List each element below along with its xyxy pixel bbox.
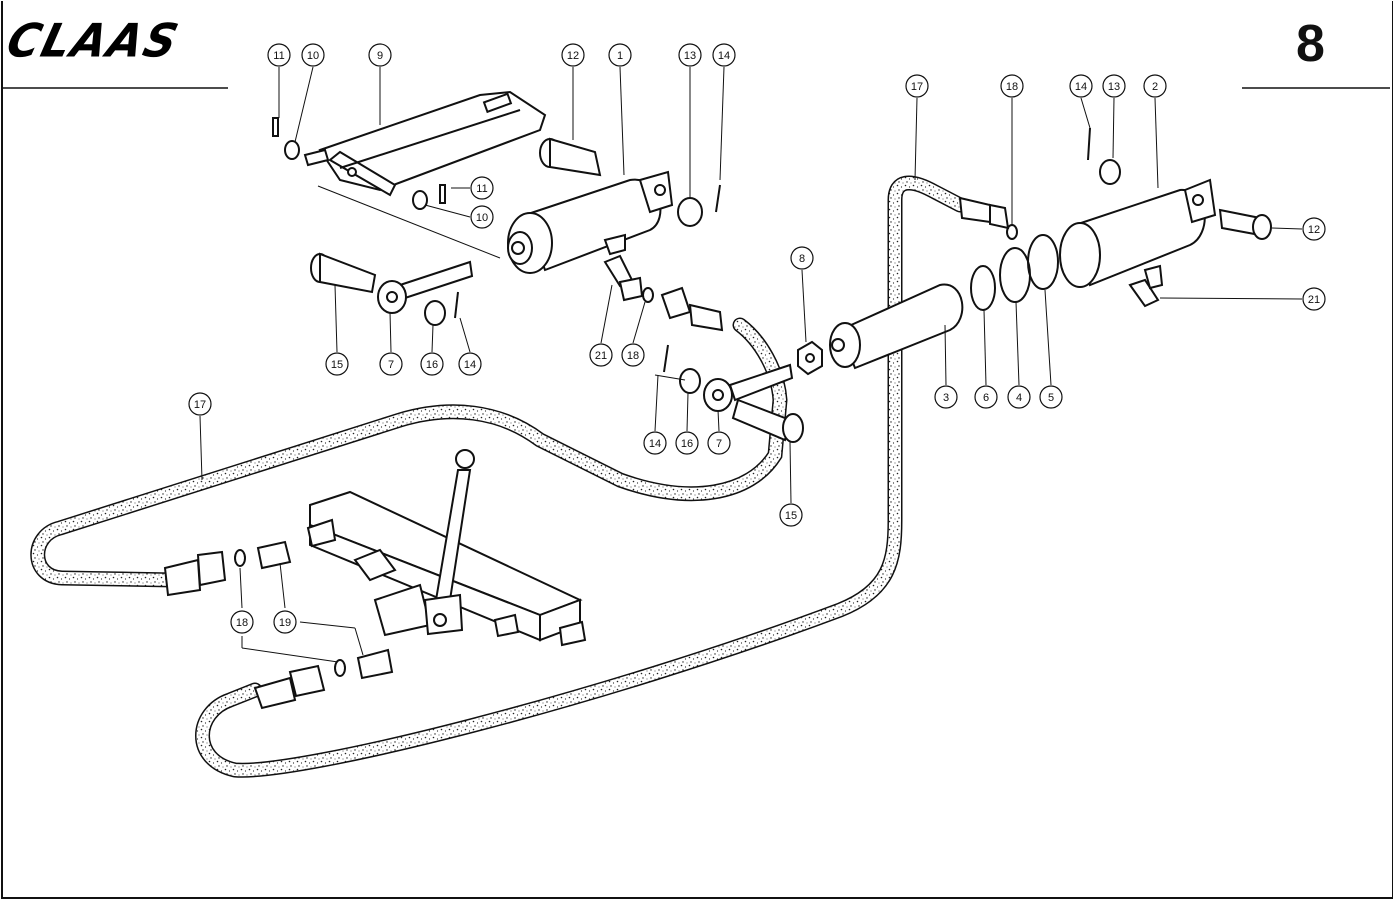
callout-18: 18 — [621, 343, 645, 367]
svg-text:10: 10 — [476, 212, 488, 224]
svg-text:7: 7 — [388, 359, 394, 371]
svg-text:3: 3 — [943, 392, 949, 404]
nut-8 — [797, 340, 823, 376]
hose-17-right — [195, 175, 968, 778]
hydraulic-cylinder-1 — [507, 170, 674, 274]
hydraulic-cylinder-2 — [1059, 178, 1217, 288]
callout-10: 10 — [470, 205, 494, 229]
callout-21: 21 — [589, 343, 613, 367]
svg-text:1: 1 — [617, 50, 623, 62]
callout-17: 17 — [905, 74, 929, 98]
small-hardware — [272, 117, 1121, 394]
svg-text:18: 18 — [236, 617, 248, 629]
svg-text:15: 15 — [331, 359, 343, 371]
pin-12-left — [539, 137, 602, 177]
svg-text:21: 21 — [1308, 294, 1320, 306]
callout-18: 18 — [230, 610, 254, 634]
svg-text:11: 11 — [273, 50, 284, 62]
callout-21: 21 — [1302, 287, 1326, 311]
page-number: 8 — [1296, 15, 1325, 73]
svg-text:19: 19 — [279, 617, 291, 629]
svg-text:14: 14 — [1075, 81, 1087, 93]
hose-fittings — [163, 196, 1010, 710]
piston-tube-3 — [829, 283, 964, 370]
svg-text:15: 15 — [785, 510, 797, 522]
callout-14: 14 — [1069, 74, 1093, 98]
seal-rings — [970, 234, 1059, 311]
svg-text:12: 12 — [567, 50, 579, 62]
callout-10: 10 — [301, 43, 325, 67]
control-lever — [423, 449, 475, 636]
rod-eye-7-left — [377, 260, 474, 314]
callout-12: 12 — [1302, 217, 1326, 241]
callouts: 11 10 9 12 1 13 14 11 10 15 7 16 14 21 1… — [188, 43, 1326, 634]
callout-6: 6 — [974, 385, 998, 409]
callout-13: 13 — [1102, 74, 1126, 98]
svg-text:5: 5 — [1048, 392, 1054, 404]
svg-text:12: 12 — [1308, 224, 1320, 236]
elbow-fitting-21-right — [1128, 264, 1164, 308]
svg-text:17: 17 — [911, 81, 923, 93]
callout-2: 2 — [1143, 74, 1167, 98]
callout-15: 15 — [325, 352, 349, 376]
callout-7: 7 — [379, 352, 403, 376]
callout-14: 14 — [643, 431, 667, 455]
svg-text:14: 14 — [718, 50, 730, 62]
callout-15: 15 — [779, 503, 803, 527]
svg-text:11: 11 — [476, 183, 487, 195]
callout-4: 4 — [1007, 385, 1031, 409]
callout-9: 9 — [368, 43, 392, 67]
callout-16: 16 — [420, 352, 444, 376]
callout-16: 16 — [675, 431, 699, 455]
svg-text:6: 6 — [983, 392, 989, 404]
callout-3: 3 — [934, 385, 958, 409]
svg-text:21: 21 — [595, 350, 607, 362]
svg-text:9: 9 — [377, 50, 383, 62]
svg-text:16: 16 — [681, 438, 693, 450]
callout-8: 8 — [790, 246, 814, 270]
svg-text:2: 2 — [1152, 81, 1158, 93]
callout-19: 19 — [273, 610, 297, 634]
svg-text:13: 13 — [1108, 81, 1120, 93]
callout-17: 17 — [188, 392, 212, 416]
svg-text:13: 13 — [684, 50, 696, 62]
svg-text:8: 8 — [799, 253, 805, 265]
pin-15-left — [310, 252, 377, 294]
callout-7: 7 — [707, 431, 731, 455]
callout-12: 12 — [561, 43, 585, 67]
callout-1: 1 — [608, 43, 632, 67]
bracket-9 — [303, 90, 547, 259]
seal-5 — [1027, 234, 1059, 290]
callout-11: 11 — [267, 43, 291, 67]
svg-text:7: 7 — [716, 438, 722, 450]
svg-text:10: 10 — [307, 50, 319, 62]
svg-text:16: 16 — [426, 359, 438, 371]
callout-14: 14 — [712, 43, 736, 67]
svg-text:14: 14 — [464, 359, 476, 371]
svg-text:18: 18 — [627, 350, 639, 362]
callout-11: 11 — [470, 176, 494, 200]
svg-text:14: 14 — [649, 438, 661, 450]
o-ring-6 — [970, 265, 996, 311]
svg-text:17: 17 — [194, 399, 206, 411]
callout-13: 13 — [678, 43, 702, 67]
callout-18: 18 — [1000, 74, 1024, 98]
leader-lines — [199, 66, 1303, 663]
svg-text:18: 18 — [1006, 81, 1018, 93]
callout-14: 14 — [458, 352, 482, 376]
pin-15-center — [731, 398, 804, 443]
hose-17-left — [30, 317, 788, 588]
seal-4 — [999, 247, 1031, 303]
callout-5: 5 — [1039, 385, 1063, 409]
pin-12-right — [1218, 208, 1272, 240]
svg-text:4: 4 — [1016, 392, 1022, 404]
